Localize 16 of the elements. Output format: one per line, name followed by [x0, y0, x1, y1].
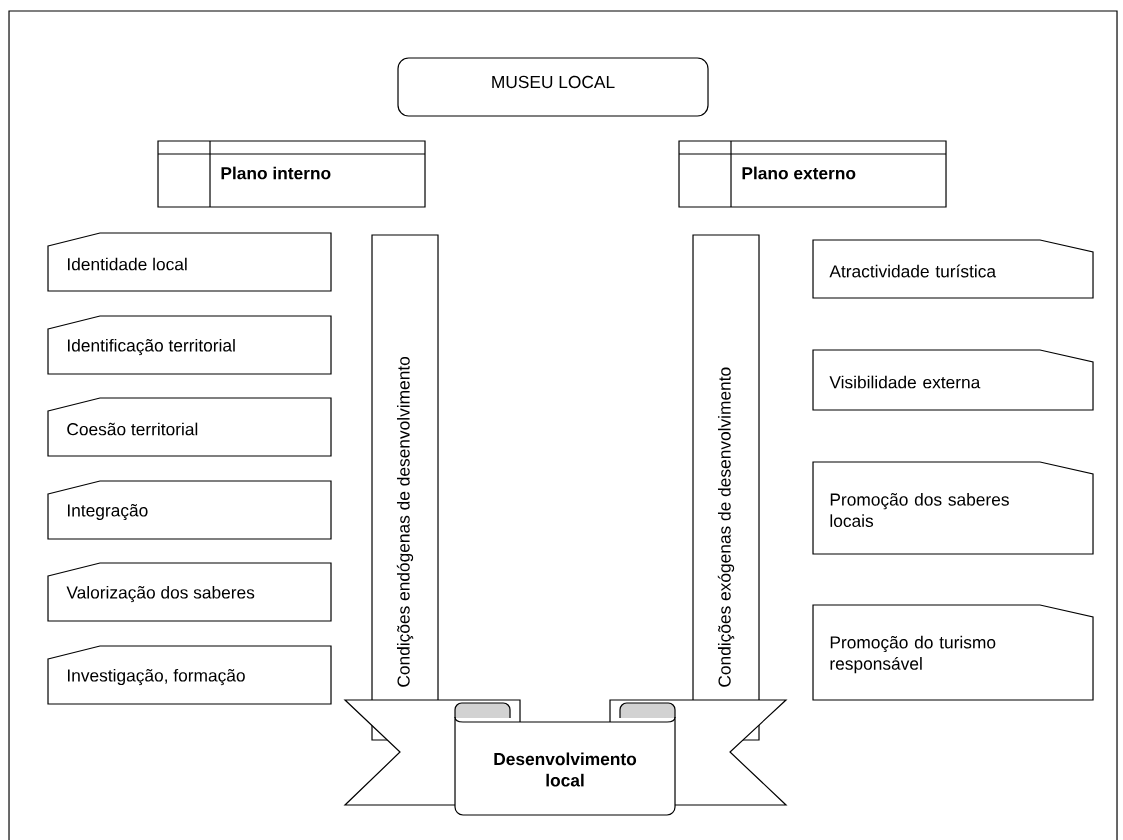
tag-box: Identidade local: [47, 232, 332, 292]
tag-box: Visibilidade externa: [812, 349, 1094, 411]
table-header: Plano externo: [678, 140, 947, 208]
tag-box: Atractividade turística: [812, 239, 1094, 299]
tag-box: Coesão territorial: [47, 397, 332, 457]
vertical-band: Condições exógenas de desenvolvimento: [692, 234, 760, 741]
title-box: MUSEU LOCAL: [397, 57, 709, 117]
tag-box: Investigação, formação: [47, 645, 332, 705]
tag-box: Integração: [47, 480, 332, 540]
table-header: Plano interno: [157, 140, 426, 208]
vertical-band: Condições endógenas de desenvolvimento: [371, 234, 439, 741]
ribbon-banner: Desenvolvimento local: [343, 699, 788, 816]
tag-box: Valorização dos saberes: [47, 562, 332, 622]
tag-box: Identificação territorial: [47, 315, 332, 375]
tag-box: Promoção do turismo responsável: [812, 604, 1094, 701]
tag-box: Promoção dos saberes locais: [812, 461, 1094, 555]
